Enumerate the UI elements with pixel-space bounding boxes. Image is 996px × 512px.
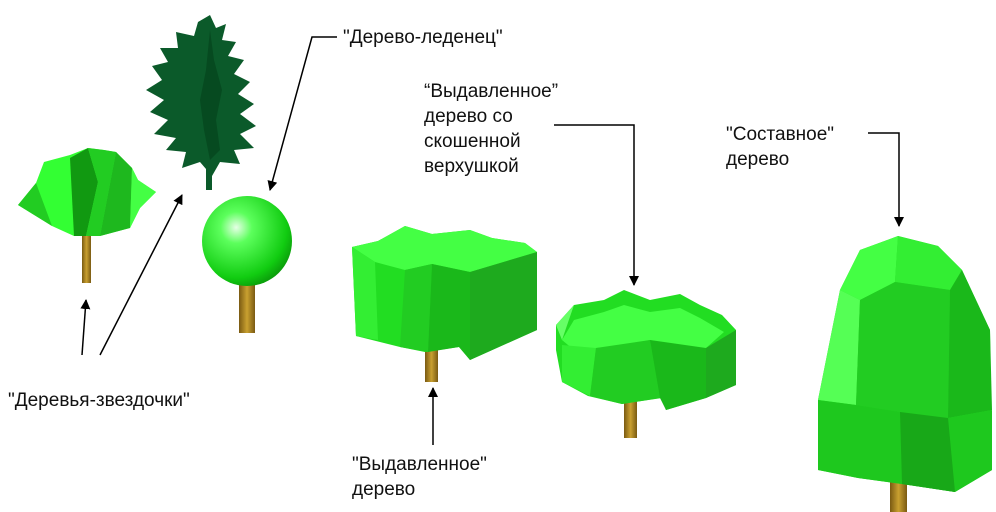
composite-trunk [890,478,907,512]
beveled-arrow [554,124,639,286]
lollipop-tree [202,196,292,333]
extruded-beveled-tree [556,290,736,438]
callout-lines [80,36,904,445]
lollipop-tree-label: "Дерево-леденец" [343,27,503,48]
extruded-beveled-tree-label: “Выдавленное” дерево со скошенной верхуш… [424,81,559,177]
extruded-trunk [425,350,438,382]
lollipop-trunk [239,280,255,333]
composite-arrow [868,132,904,227]
star-arrow-1 [80,299,91,356]
star-tree-trunk [82,225,91,283]
conifer-tree [146,15,256,190]
lollipop-sphere [202,196,292,286]
star-trees-label: "Деревья-звездочки" [8,390,190,411]
composite-tree-label: "Составное" дерево [726,124,835,170]
beveled-trunk [624,400,637,438]
extruded-tree-label: "Выдавленное" дерево [352,454,487,500]
star-tree [18,148,156,283]
extruded-tree [352,226,537,382]
star-arrow-2 [99,194,183,356]
lollipop-arrow [267,36,337,191]
composite-tree [818,236,992,512]
